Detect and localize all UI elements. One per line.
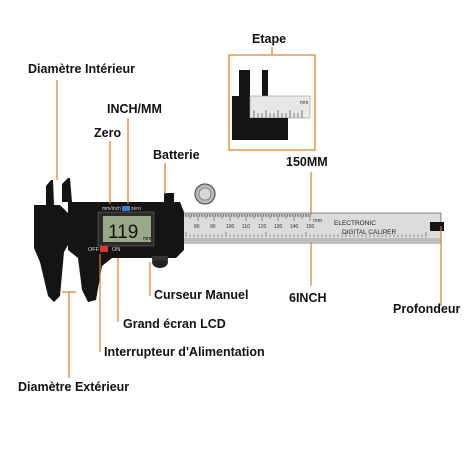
etape-inset: mm bbox=[228, 54, 316, 151]
scale-number: 100 bbox=[226, 224, 235, 230]
lcd-value: 119 bbox=[108, 222, 138, 243]
scale-number: 120 bbox=[258, 224, 267, 230]
label-150mm: 150MM bbox=[286, 155, 328, 169]
label-curseur-manuel: Curseur Manuel bbox=[154, 288, 249, 302]
brand-line1: ELECTRONIC bbox=[334, 220, 376, 227]
scale-number: 90 bbox=[210, 224, 216, 230]
label-6inch: 6INCH bbox=[289, 291, 327, 305]
label-diametre-exterieur: Diamètre Extérieur bbox=[18, 380, 130, 394]
coin-battery-center bbox=[198, 187, 212, 201]
fixed-inner-prong bbox=[46, 180, 54, 205]
scale-number: 140 bbox=[290, 224, 299, 230]
label-batterie: Batterie bbox=[153, 148, 200, 162]
lcd-unit: mm bbox=[143, 236, 151, 242]
label-diametre-interieur: Diamètre Intérieur bbox=[28, 62, 135, 76]
inset-jaw-right bbox=[262, 70, 268, 96]
scale-number: 150 bbox=[306, 224, 315, 230]
label-inch-mm: INCH/MM bbox=[107, 102, 162, 116]
label-zero: Zero bbox=[94, 126, 122, 140]
thumb-roller-ridges bbox=[152, 256, 168, 260]
label-interrupteur: Interrupteur d'Alimentation bbox=[104, 345, 265, 359]
unit-caption: mm/inch bbox=[102, 206, 121, 212]
scale-unit: mm bbox=[313, 218, 323, 224]
on-caption: ON bbox=[112, 247, 120, 253]
fixed-jaw bbox=[34, 205, 68, 302]
label-etape: Etape bbox=[252, 32, 287, 46]
lock-screw[interactable] bbox=[164, 193, 174, 203]
zero-caption: zero bbox=[131, 206, 141, 212]
main-scale-numbers: 80 90 100 110 120 130 140 150 bbox=[194, 224, 315, 230]
lcd-screen bbox=[103, 216, 151, 242]
scale-number: 80 bbox=[194, 224, 200, 230]
off-caption: OFF bbox=[88, 247, 100, 253]
caliper: 80 90 100 110 120 130 140 150 mm ELECTRONIC DIG… bbox=[34, 178, 444, 302]
label-grand-ecran: Grand écran LCD bbox=[123, 317, 226, 331]
slider-body bbox=[68, 202, 184, 302]
scale-number: 110 bbox=[242, 224, 250, 230]
brand-line2: DIGITAL CALIPER bbox=[342, 229, 396, 236]
depth-rod bbox=[430, 222, 444, 231]
inset-scale-ticks bbox=[253, 110, 303, 118]
beam-lower-edge bbox=[36, 238, 441, 243]
slider-inner-prong bbox=[62, 178, 72, 202]
inset-unit: mm bbox=[300, 100, 308, 106]
inset-jaw-left bbox=[232, 70, 255, 140]
callout-lines bbox=[56, 47, 442, 378]
power-button[interactable] bbox=[100, 246, 108, 252]
inset-slider-bottom bbox=[250, 118, 288, 140]
label-profondeur: Profondeur bbox=[393, 302, 461, 316]
unit-button[interactable] bbox=[122, 206, 130, 211]
scale-number: 130 bbox=[274, 224, 283, 230]
